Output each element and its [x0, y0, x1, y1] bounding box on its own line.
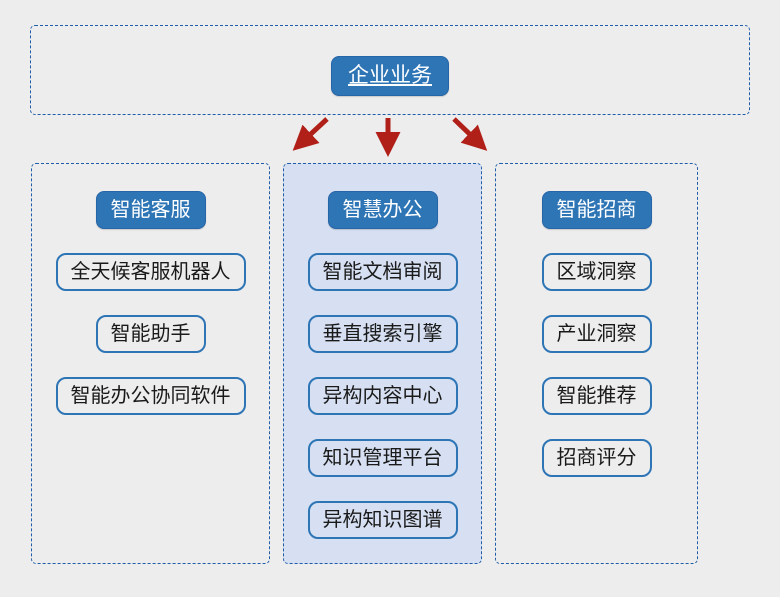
item-vertical-search-engine: 垂直搜索引擎 [307, 315, 458, 353]
item-investment-scoring: 招商评分 [541, 439, 652, 477]
column-intelligent-investment: 智能招商 区域洞察 产业洞察 智能推荐 招商评分 [495, 163, 698, 564]
item-smart-recommendation: 智能推荐 [541, 377, 652, 415]
item-office-collaboration-software: 智能办公协同软件 [55, 377, 246, 415]
item-heterogeneous-content-center: 异构内容中心 [307, 377, 458, 415]
column-header-intelligent-customer-service: 智能客服 [95, 191, 206, 229]
root-group-container: 企业业务 [30, 25, 750, 115]
item-industry-insight: 产业洞察 [541, 315, 652, 353]
column-header-smart-office: 智慧办公 [327, 191, 438, 229]
item-smart-document-review: 智能文档审阅 [307, 253, 458, 291]
column-smart-office: 智慧办公 智能文档审阅 垂直搜索引擎 异构内容中心 知识管理平台 异构知识图谱 [283, 163, 482, 564]
branch-arrows [292, 117, 488, 157]
arrow-down-left-icon [292, 117, 329, 151]
item-knowledge-management-platform: 知识管理平台 [307, 439, 458, 477]
item-regional-insight: 区域洞察 [541, 253, 652, 291]
item-heterogeneous-knowledge-graph: 异构知识图谱 [307, 501, 458, 539]
item-smart-assistant: 智能助手 [95, 315, 206, 353]
root-node-enterprise-business: 企业业务 [331, 56, 449, 96]
column-intelligent-customer-service: 智能客服 全天候客服机器人 智能助手 智能办公协同软件 [31, 163, 270, 564]
column-header-intelligent-investment: 智能招商 [541, 191, 652, 229]
arrow-down-right-icon [452, 117, 488, 151]
item-24x7-service-robot: 全天候客服机器人 [55, 253, 246, 291]
